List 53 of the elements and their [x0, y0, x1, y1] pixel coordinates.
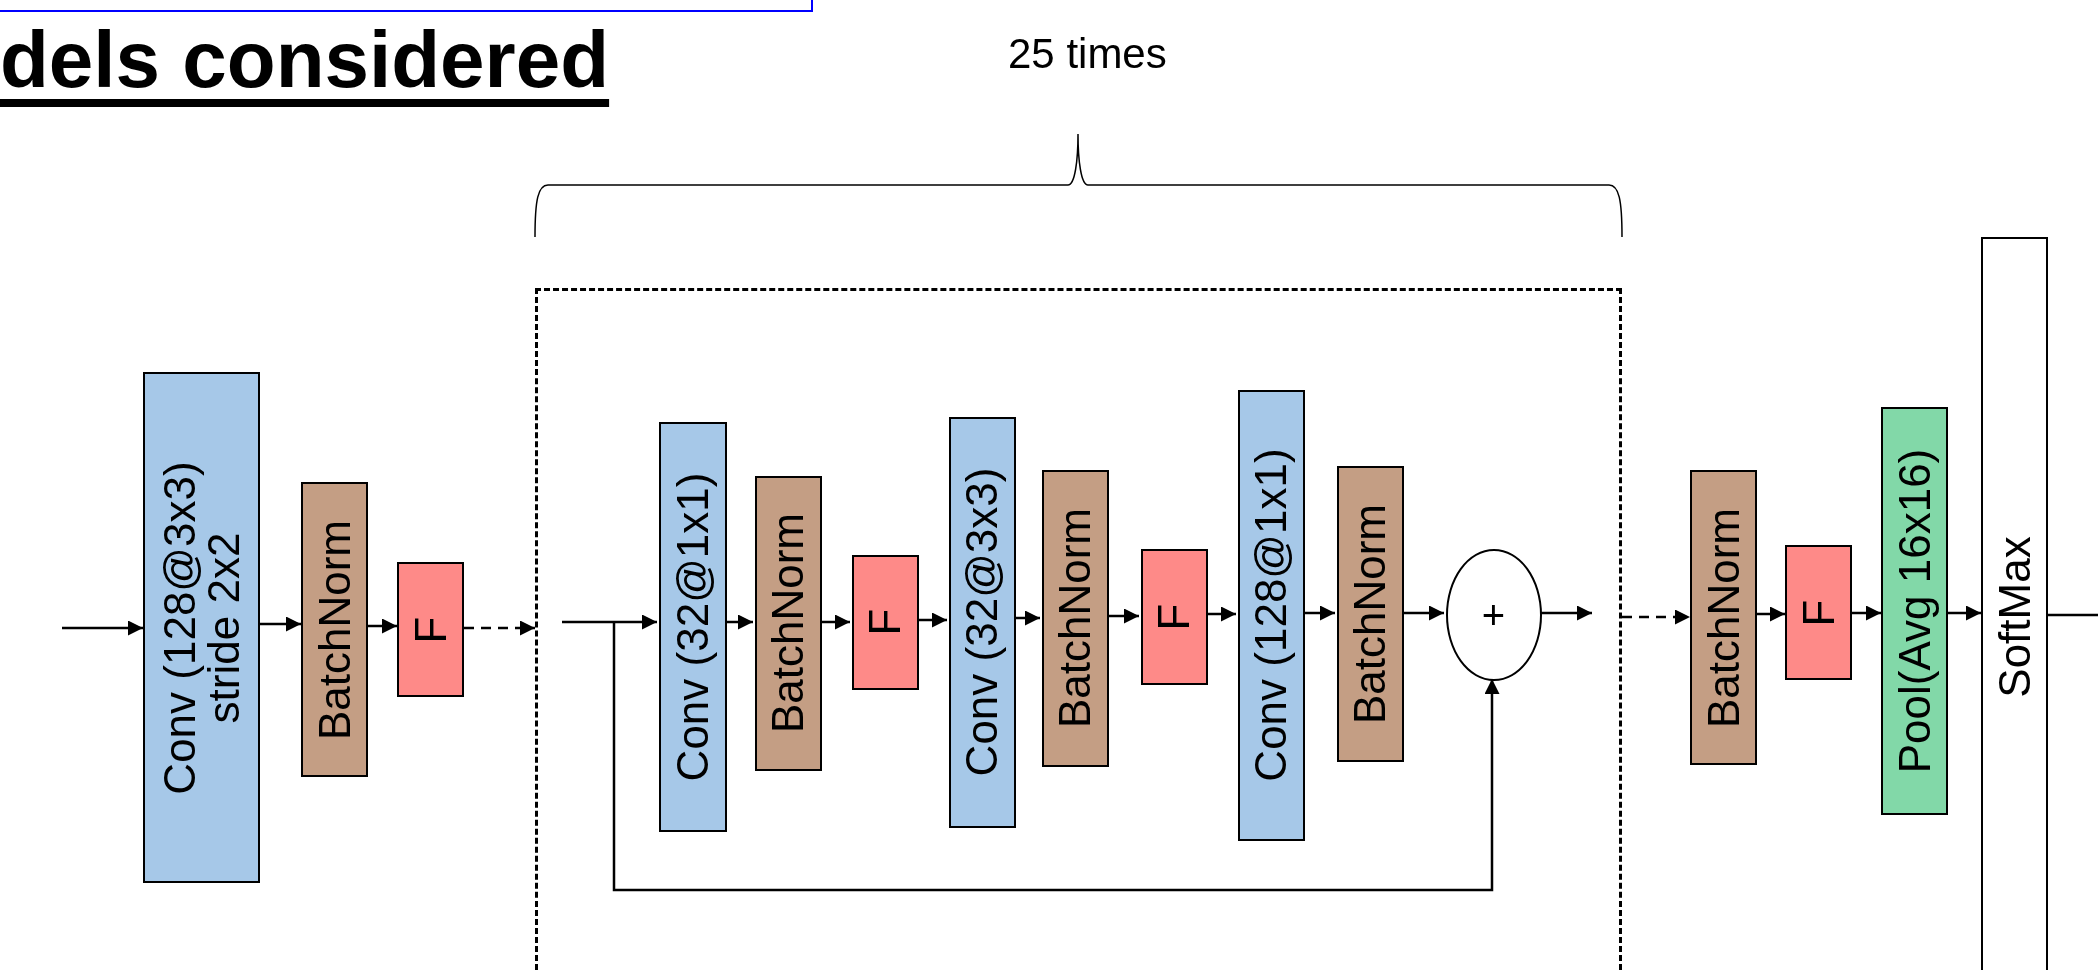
- layer-label: BatchNorm: [1701, 507, 1746, 728]
- slide-title: dels considered: [0, 14, 610, 106]
- arrow: [1303, 605, 1335, 621]
- arrow: [820, 614, 850, 630]
- layer-label: Conv (128@1x1): [1249, 448, 1293, 782]
- layer-label: BatchNorm: [766, 512, 810, 734]
- arrow: [1107, 608, 1139, 624]
- conv-layer-box: [1237, 389, 1305, 841]
- layer-label: F: [408, 616, 453, 643]
- batchnorm-box: [1041, 469, 1109, 767]
- activation-box: [1140, 548, 1208, 685]
- arrow: [1540, 605, 1592, 621]
- arrow: [260, 616, 301, 632]
- layer-label: BatchNorm: [1348, 503, 1392, 724]
- arrow: [368, 618, 397, 634]
- activation-box: [851, 554, 919, 690]
- layer-label: Conv (32@3x3): [960, 467, 1004, 777]
- arrow: [725, 614, 753, 630]
- activation-box: [397, 562, 464, 697]
- batchnorm-box: [754, 475, 822, 771]
- layer-label: F: [1796, 599, 1841, 626]
- arrow: [612, 622, 1500, 892]
- arrow: [562, 614, 657, 630]
- arrow: [1948, 605, 1981, 621]
- batchnorm-box: [301, 482, 368, 777]
- repeat-block-frame: [535, 288, 1622, 970]
- activation-box: [1785, 545, 1852, 680]
- conv-layer-box: [948, 416, 1016, 828]
- layer-label: F: [1152, 603, 1196, 630]
- layer-label: Conv (32@1x1): [670, 472, 715, 781]
- pooling-box: [1881, 407, 1948, 815]
- layer-label: Pool(Avg 16x16): [1892, 448, 1937, 774]
- layer-label: SoftMax: [1992, 536, 2037, 698]
- arrow: [464, 620, 535, 636]
- batchnorm-box: [1336, 465, 1404, 762]
- layer-label: BatchNorm: [312, 519, 357, 740]
- batchnorm-box: [1690, 470, 1757, 765]
- arrow: [1852, 605, 1881, 621]
- layer-label: F: [863, 608, 907, 636]
- arrow: [1014, 610, 1040, 626]
- arrow: [1206, 606, 1236, 622]
- conv-layer-box: [143, 372, 260, 883]
- conv-layer-box: [658, 421, 727, 832]
- arrow: [917, 612, 947, 628]
- arrow: [62, 620, 143, 636]
- softmax-box: [1981, 237, 2048, 970]
- layer-label: BatchNorm: [1053, 507, 1097, 729]
- repeat-count-label: 25 times: [1008, 30, 1167, 78]
- layer-label: Conv (128@3x3) stride 2x2: [157, 459, 246, 797]
- arrow: [1757, 606, 1785, 622]
- arrow: [1402, 605, 1444, 621]
- arrow: [1622, 609, 1690, 625]
- layer-label: +: [1481, 594, 1506, 635]
